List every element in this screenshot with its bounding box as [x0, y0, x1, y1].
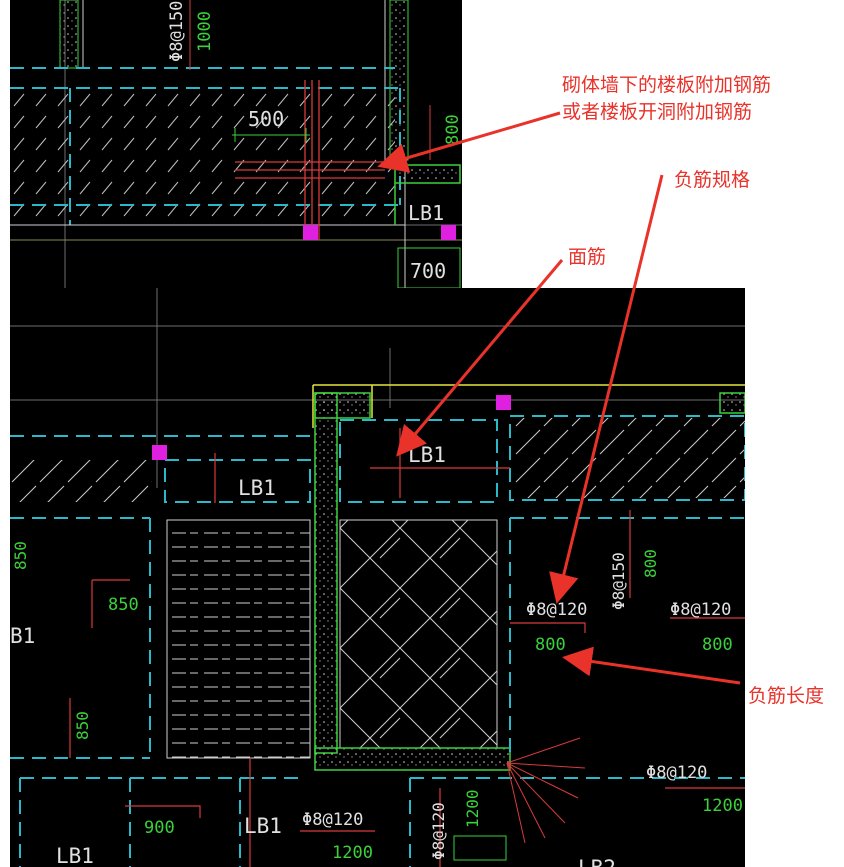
rebar-spec-120-c: Φ8@120: [646, 763, 707, 783]
slab-label-lb1-left: LB1: [238, 476, 276, 500]
annotation-top-rebar: 面筋: [568, 246, 607, 268]
column-marker: [496, 395, 511, 410]
slab-label-lb1-corner: LB1: [56, 844, 94, 867]
rebar-spec-120-b: Φ8@120: [670, 600, 731, 620]
dim-700-label: 700: [410, 259, 446, 283]
length-800-top: 800: [443, 114, 462, 145]
rebar-spec-120-d: Φ8@120: [302, 810, 363, 830]
dim-500-label: 500: [248, 107, 284, 131]
length-1200-a: 1200: [702, 796, 743, 816]
cad-drawing-top: 500 Φ8@150 1000 800 LB1 700: [10, 0, 462, 288]
slab-label-lb1-center: LB1: [408, 443, 446, 467]
length-800-b: 800: [702, 635, 733, 655]
length-1200-b: 1200: [332, 843, 373, 863]
length-850-a: 850: [11, 541, 30, 570]
column-marker: [303, 225, 318, 240]
dim-900-label: 900: [144, 818, 175, 838]
slab-label-b1-edge: B1: [10, 624, 35, 648]
slab-label-lb1-top: LB1: [408, 201, 444, 225]
length-1000-top: 1000: [195, 11, 215, 52]
rebar-spec-120-vertical: Φ8@120: [429, 802, 448, 860]
annotation-neg-rebar-length: 负筋长度: [748, 685, 825, 707]
length-850-b: 850: [108, 595, 139, 615]
slab-label-lb1-bottom: LB1: [244, 814, 282, 838]
annotation-wall-slab-line2: 或者楼板开洞附加钢筋: [562, 101, 753, 123]
rebar-spec-150-top: Φ8@150: [167, 1, 187, 62]
length-800-vertical: 800: [641, 549, 660, 578]
hatched-slab-top: [10, 88, 395, 223]
hatched-slab-strip: [10, 460, 152, 502]
length-1200-vertical: 1200: [463, 789, 482, 828]
column-marker: [441, 225, 456, 240]
herringbone-floor: [339, 519, 498, 749]
hatched-slab-upper-right: [515, 418, 745, 498]
annotation-neg-rebar-spec: 负筋规格: [674, 169, 751, 191]
cad-drawing-bottom: LB1 LB1 B1 850 850 850 Φ8@150 800 Φ8@120…: [10, 288, 745, 867]
rebar-spec-120-a: Φ8@120: [526, 600, 587, 620]
length-800-a: 800: [535, 635, 566, 655]
slab-label-lb2-partial: LB2: [578, 856, 616, 867]
rebar-spec-150-vertical: Φ8@150: [609, 552, 628, 610]
column-marker: [152, 445, 167, 460]
stair-infill: [166, 519, 311, 759]
annotation-wall-slab-line1: 砌体墙下的楼板附加钢筋: [562, 74, 772, 96]
length-850-c: 850: [73, 711, 92, 740]
